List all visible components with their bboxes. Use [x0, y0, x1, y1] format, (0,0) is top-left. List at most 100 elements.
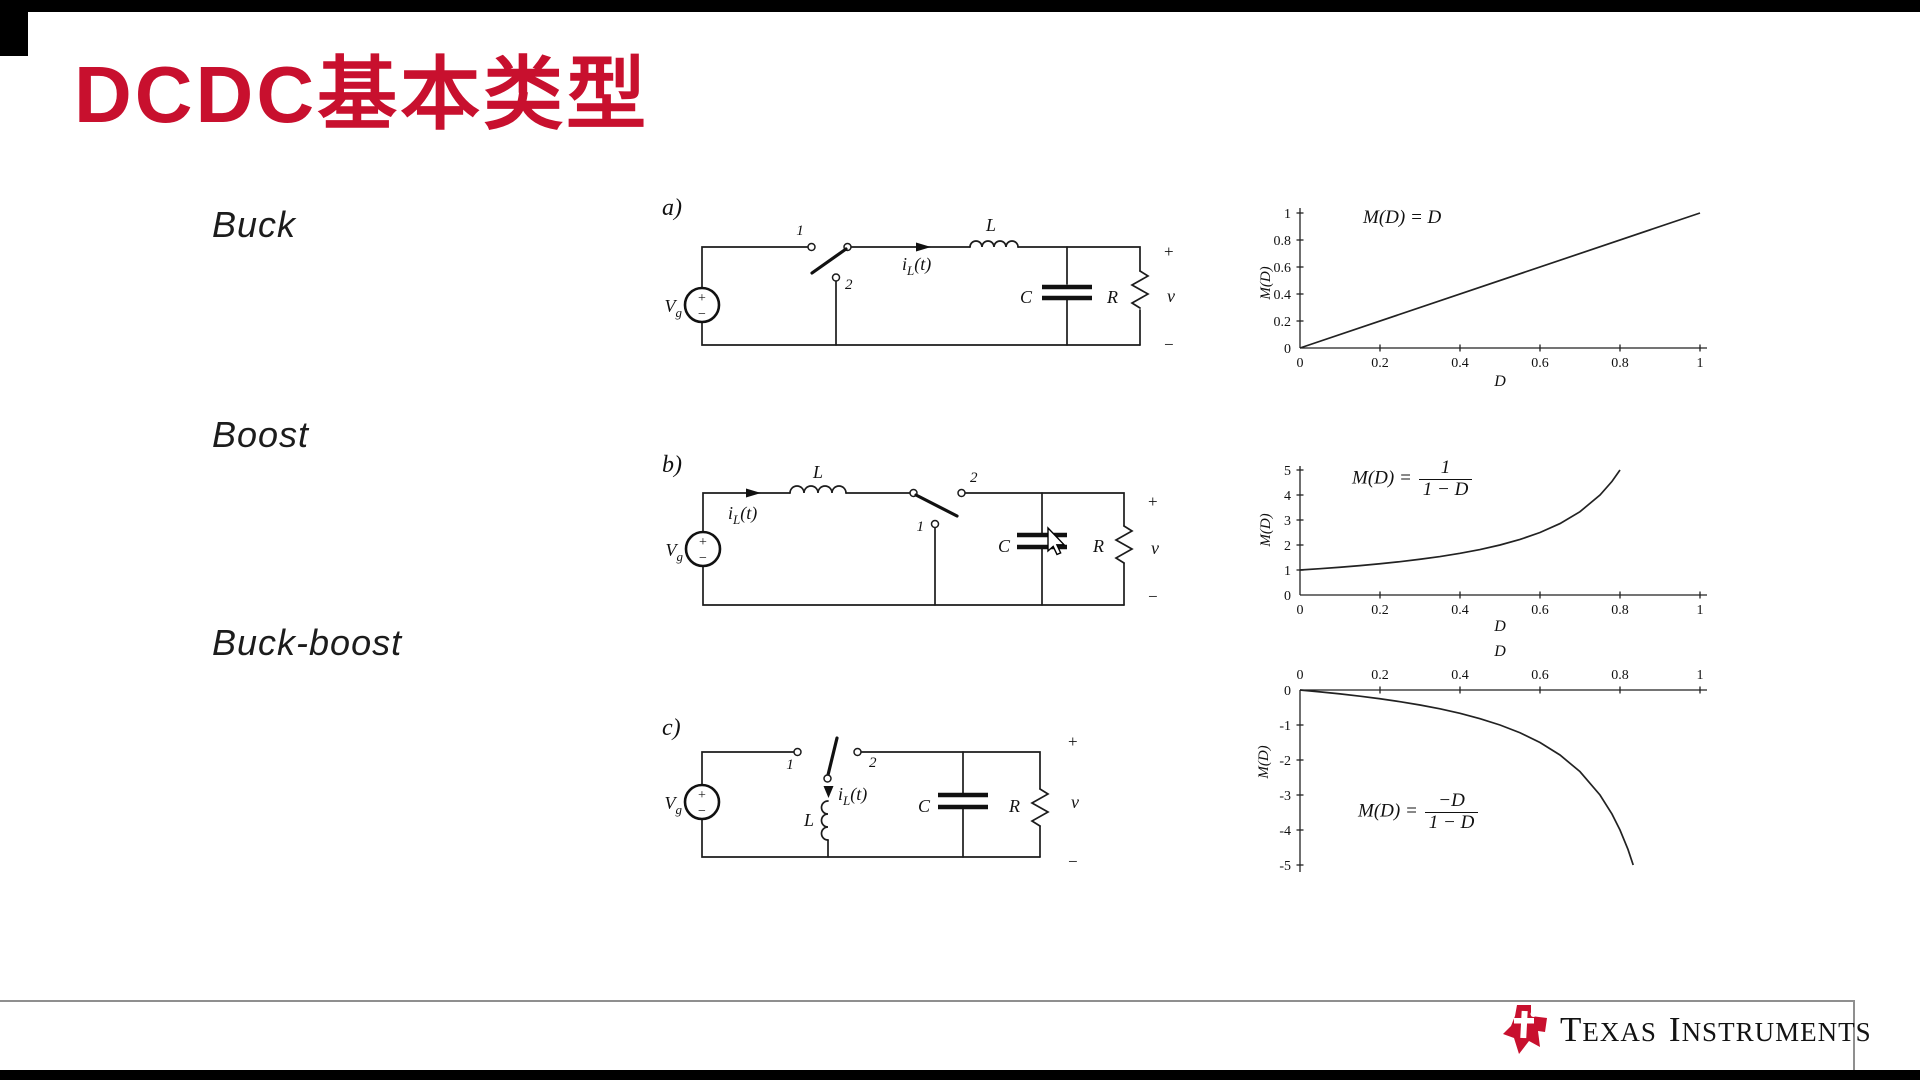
boost-circuit-diagram: b) + − Vg iL(t) L 2 1 C R [662, 452, 1159, 606]
buckboost-circuit-diagram: c) + − Vg 1 2 iL(t) L C R + [662, 715, 1079, 871]
inductor-coil [969, 240, 1019, 248]
boost-wires [702, 485, 1134, 606]
inductor-label: L [803, 810, 814, 830]
y-tick-label: 0.8 [1274, 234, 1292, 249]
x-tick-label: 0.2 [1371, 603, 1389, 618]
inductor-current-label: iL(t) [838, 784, 867, 808]
source-minus: − [699, 551, 707, 566]
y-tick-label: 0.2 [1274, 315, 1292, 330]
buck-wires [701, 240, 1150, 346]
source-minus: − [698, 307, 706, 322]
x-tick-label: 0.2 [1371, 668, 1389, 683]
y-tick-label: -2 [1279, 754, 1291, 769]
y-tick-label: 5 [1284, 464, 1291, 479]
x-tick-label: 0.4 [1451, 603, 1469, 618]
page-title: DCDC基本类型 [74, 50, 650, 139]
output-minus: − [1148, 587, 1158, 606]
output-voltage: v [1167, 286, 1175, 306]
resistor-label: R [1106, 287, 1118, 307]
inductor-coil [820, 800, 829, 841]
texas-instruments-logo-icon [1503, 1005, 1547, 1054]
resistor-label: R [1008, 796, 1020, 816]
x-tick-label: 0.6 [1531, 668, 1549, 683]
figure-label-b: b) [662, 452, 682, 478]
x-tick-label: 0.6 [1531, 356, 1549, 371]
switch-pos-2: 2 [845, 277, 853, 293]
x-tick-label: 0.8 [1611, 356, 1629, 371]
formula-lhs: M(D) = [1352, 467, 1412, 489]
letterbox-bottom [0, 1070, 1920, 1080]
switch-pos-1: 1 [917, 519, 925, 535]
inductor-coil [789, 485, 847, 494]
boost-chart-ylabel: M(D) [1258, 513, 1274, 547]
buck-circuit-diagram: a) + − Vg 1 2 iL(t) L C R [662, 195, 1175, 354]
x-tick-label: 0.8 [1611, 603, 1629, 618]
voltage-source-icon [684, 530, 722, 568]
y-tick-label: 1 [1284, 207, 1291, 222]
x-axis-label: D [1493, 618, 1506, 635]
figure-label-c: c) [662, 715, 681, 741]
spdt-switch [909, 488, 966, 529]
figure-label-a: a) [662, 195, 682, 221]
inductor-label: L [812, 462, 823, 482]
y-tick-label: -5 [1279, 859, 1291, 874]
y-tick-label: 2 [1284, 539, 1291, 554]
y-tick-label: 4 [1284, 489, 1291, 504]
source-label: Vg [665, 296, 683, 320]
y-tick-label: 0.4 [1274, 288, 1292, 303]
formula-lhs: M(D) = [1358, 800, 1418, 822]
output-plus: + [1164, 242, 1174, 261]
gain-curve [1299, 469, 1621, 571]
x-tick-label: 0 [1297, 603, 1304, 618]
y-tick-label: 1 [1284, 564, 1291, 579]
capacitor-label: C [998, 536, 1011, 556]
current-arrow [916, 242, 931, 252]
letterbox-top [0, 0, 1920, 12]
buck-gain-formula: M(D) = D [1363, 207, 1442, 228]
inductor-current-label: iL(t) [728, 503, 757, 527]
row-label-buck: Buck [212, 204, 297, 245]
resistor-zigzag [1130, 270, 1150, 309]
row-label-boost: Boost [212, 414, 310, 455]
voltage-source-icon [683, 286, 721, 324]
spdt-switch [807, 242, 852, 282]
y-tick-label: 0 [1284, 589, 1291, 604]
x-tick-label: 0 [1297, 356, 1304, 371]
inductor-current-label: iL(t) [902, 254, 931, 278]
spdt-switch [793, 736, 862, 783]
output-plus: + [1148, 492, 1158, 511]
resistor-zigzag [1114, 525, 1134, 564]
output-minus: − [1164, 335, 1174, 354]
footer-divider [0, 1000, 1853, 1002]
output-voltage: v [1071, 792, 1079, 812]
x-tick-label: 0.2 [1371, 356, 1389, 371]
switch-pos-1: 1 [796, 223, 804, 239]
gain-curve [1299, 212, 1701, 349]
x-tick-label: 1 [1697, 668, 1704, 683]
buck-chart-ylabel: M(D) [1258, 266, 1274, 300]
resistor-label: R [1092, 536, 1104, 556]
y-tick-label: -4 [1279, 824, 1291, 839]
gain-curve [1299, 689, 1635, 866]
mouse-cursor-icon [1047, 526, 1066, 556]
output-voltage: v [1151, 538, 1159, 558]
source-minus: − [698, 804, 706, 819]
capacitor-label: C [918, 796, 931, 816]
output-minus: − [1068, 852, 1078, 871]
switch-pos-2: 2 [970, 470, 978, 486]
source-label: Vg [666, 540, 684, 564]
current-arrow [823, 786, 834, 798]
y-tick-label: 0.6 [1274, 261, 1292, 276]
footer-divider-right [1853, 1000, 1855, 1070]
y-tick-label: 0 [1284, 342, 1291, 357]
